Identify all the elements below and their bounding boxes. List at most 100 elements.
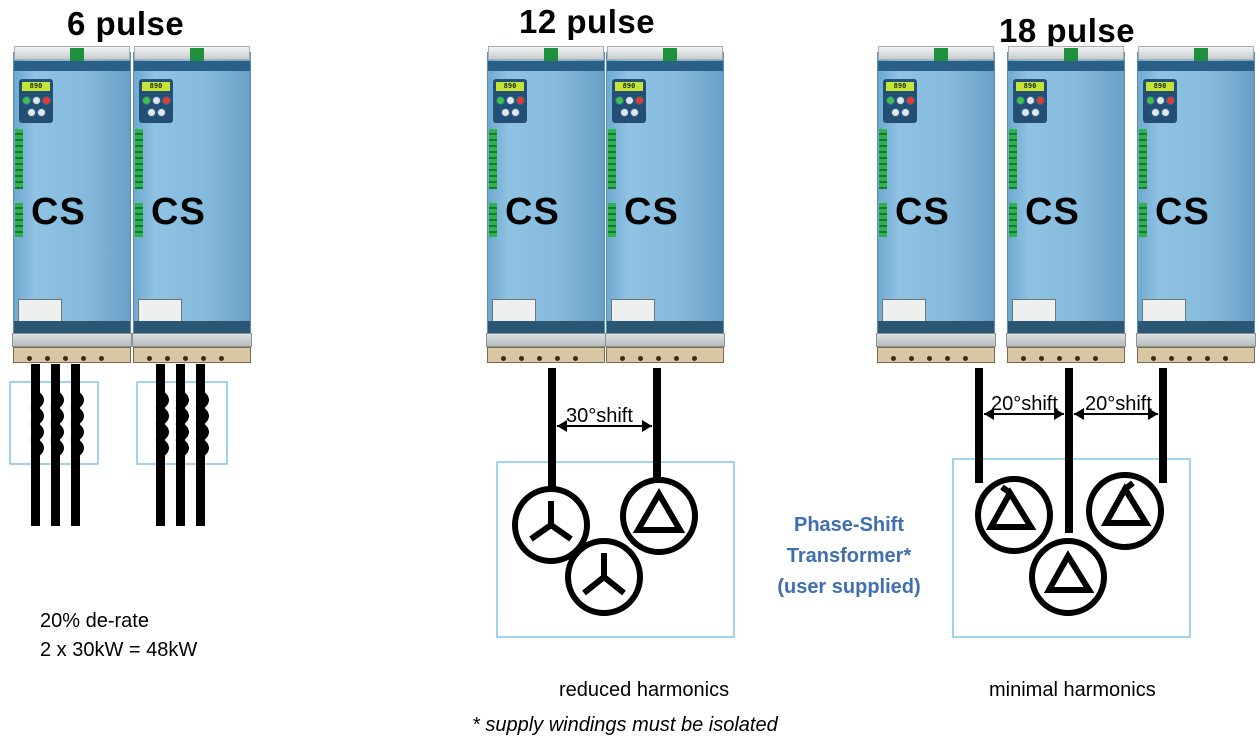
drive-band bbox=[488, 61, 604, 71]
pst-line-1: Phase-Shift bbox=[793, 514, 905, 536]
down-button[interactable] bbox=[1021, 108, 1030, 117]
control-terminals bbox=[489, 129, 497, 189]
menu-button[interactable] bbox=[32, 96, 41, 105]
conductor bbox=[51, 364, 60, 526]
control-terminals bbox=[1009, 129, 1017, 189]
keypad[interactable]: 890 bbox=[612, 79, 646, 123]
run-button[interactable] bbox=[615, 96, 624, 105]
lcd-display: 890 bbox=[496, 82, 524, 91]
transformer-12-pulse bbox=[496, 368, 735, 638]
minimal-harmonics-text: minimal harmonics bbox=[989, 679, 1156, 701]
down-button[interactable] bbox=[620, 108, 629, 117]
stop-button[interactable] bbox=[635, 96, 644, 105]
run-button[interactable] bbox=[1146, 96, 1155, 105]
down-button[interactable] bbox=[147, 108, 156, 117]
title-12-pulse: 12 pulse bbox=[519, 3, 656, 40]
drive-bottom-band bbox=[14, 321, 130, 333]
derate-line-2: 2 x 30kW = 48kW bbox=[40, 639, 198, 661]
keypad[interactable]: 890 bbox=[493, 79, 527, 123]
control-terminals bbox=[608, 129, 616, 189]
down-button[interactable] bbox=[27, 108, 36, 117]
coil-symbols bbox=[30, 389, 84, 459]
terminal-strip bbox=[487, 347, 605, 363]
run-button[interactable] bbox=[22, 96, 31, 105]
keypad[interactable]: 890 bbox=[1013, 79, 1047, 123]
shift-label-20-a: 20°shift bbox=[991, 393, 1058, 415]
up-button[interactable] bbox=[901, 108, 910, 117]
down-button[interactable] bbox=[1151, 108, 1160, 117]
menu-button[interactable] bbox=[506, 96, 515, 105]
keypad[interactable]: 890 bbox=[139, 79, 173, 123]
lcd-display: 890 bbox=[1016, 82, 1044, 91]
terminal-strip bbox=[877, 347, 995, 363]
power-connector bbox=[1012, 299, 1056, 323]
run-button[interactable] bbox=[886, 96, 895, 105]
run-button[interactable] bbox=[496, 96, 505, 105]
up-button[interactable] bbox=[1161, 108, 1170, 117]
terminal-strip bbox=[1007, 347, 1125, 363]
drive-bottom-band bbox=[488, 321, 604, 333]
drive-foot bbox=[605, 333, 725, 347]
status-tab bbox=[1064, 48, 1078, 61]
drive-bottom-band bbox=[1008, 321, 1124, 333]
up-button[interactable] bbox=[1031, 108, 1040, 117]
drive-foot bbox=[132, 333, 252, 347]
menu-button[interactable] bbox=[1026, 96, 1035, 105]
drive-bottom-band bbox=[1138, 321, 1254, 333]
run-button[interactable] bbox=[142, 96, 151, 105]
drive-band bbox=[1008, 61, 1124, 71]
status-tab bbox=[190, 48, 204, 61]
down-button[interactable] bbox=[501, 108, 510, 117]
drive-bottom-band bbox=[607, 321, 723, 333]
drive-label: CS bbox=[31, 191, 86, 233]
control-terminals bbox=[15, 129, 23, 189]
keypad[interactable]: 890 bbox=[883, 79, 917, 123]
shift-label-20-b: 20°shift bbox=[1085, 393, 1152, 415]
terminal-strip bbox=[13, 347, 131, 363]
drive-band bbox=[14, 61, 130, 71]
keypad[interactable]: 890 bbox=[19, 79, 53, 123]
lcd-display: 890 bbox=[142, 82, 170, 91]
run-button[interactable] bbox=[1016, 96, 1025, 105]
drive-band bbox=[134, 61, 250, 71]
transformer-box-12 bbox=[496, 461, 735, 638]
footnote-text: * supply windings must be isolated bbox=[472, 714, 778, 736]
drive-label: CS bbox=[624, 191, 679, 233]
io-terminals bbox=[1009, 203, 1017, 237]
menu-button[interactable] bbox=[1156, 96, 1165, 105]
keypad[interactable]: 890 bbox=[1143, 79, 1177, 123]
io-terminals bbox=[135, 203, 143, 237]
control-terminals bbox=[1139, 129, 1147, 189]
control-terminals bbox=[135, 129, 143, 189]
stop-button[interactable] bbox=[162, 96, 171, 105]
lcd-display: 890 bbox=[22, 82, 50, 91]
conductor bbox=[31, 364, 40, 526]
stop-button[interactable] bbox=[1166, 96, 1175, 105]
menu-button[interactable] bbox=[625, 96, 634, 105]
pst-line-2: Transformer* bbox=[786, 545, 912, 567]
menu-button[interactable] bbox=[896, 96, 905, 105]
status-tab bbox=[934, 48, 948, 61]
up-button[interactable] bbox=[37, 108, 46, 117]
up-button[interactable] bbox=[511, 108, 520, 117]
io-terminals bbox=[489, 203, 497, 237]
stop-button[interactable] bbox=[516, 96, 525, 105]
stop-button[interactable] bbox=[906, 96, 915, 105]
drive-label: CS bbox=[1155, 191, 1210, 233]
up-button[interactable] bbox=[157, 108, 166, 117]
drive-foot bbox=[876, 333, 996, 347]
stop-button[interactable] bbox=[1036, 96, 1045, 105]
terminal-strip bbox=[1137, 347, 1255, 363]
menu-button[interactable] bbox=[152, 96, 161, 105]
drive-band bbox=[878, 61, 994, 71]
terminal-strip bbox=[606, 347, 724, 363]
drive-label: CS bbox=[895, 191, 950, 233]
down-button[interactable] bbox=[891, 108, 900, 117]
io-terminals bbox=[15, 203, 23, 237]
up-button[interactable] bbox=[630, 108, 639, 117]
reduced-harmonics-text: reduced harmonics bbox=[559, 679, 730, 701]
stop-button[interactable] bbox=[42, 96, 51, 105]
